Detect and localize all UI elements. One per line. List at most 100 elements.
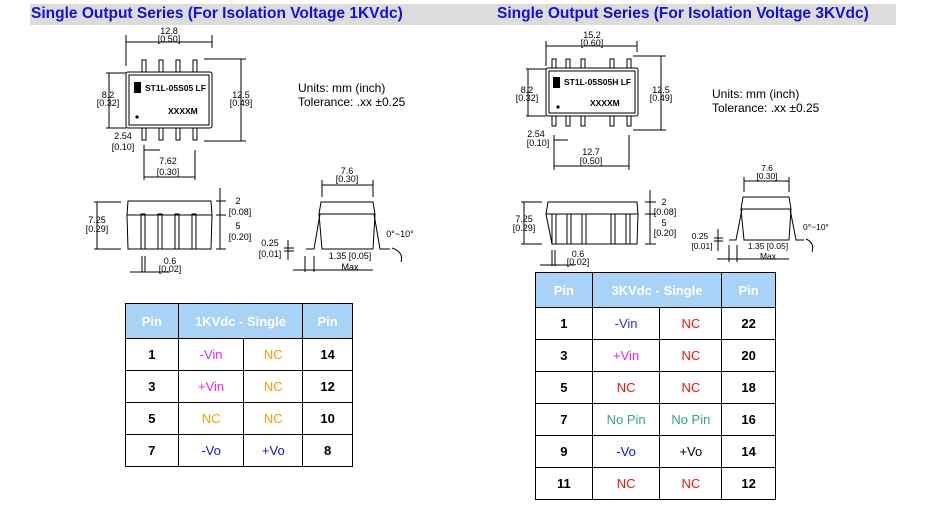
dim-body-h-in: [0.32] bbox=[516, 93, 539, 103]
pin-number: 3 bbox=[535, 339, 593, 372]
dim-pitch-in: [0.10] bbox=[112, 142, 135, 152]
pin-function: +Vo bbox=[243, 434, 304, 467]
dim-pitch: 2.54 bbox=[527, 129, 545, 139]
drawing-1kvdc-end-view bbox=[284, 180, 403, 272]
dim-height-in: [0.29] bbox=[513, 223, 536, 233]
pin-function: NC bbox=[591, 467, 661, 500]
drawing-3kvdc-top-view bbox=[526, 41, 666, 170]
marking-label: XXXXM bbox=[168, 106, 198, 116]
pin-number: 1 bbox=[535, 307, 593, 340]
pin-function: NC bbox=[659, 467, 723, 500]
marking-label: XXXXM bbox=[590, 98, 620, 108]
dim-lead-len: 1.35 [0.05] bbox=[329, 251, 372, 261]
pin-function: -Vo bbox=[591, 435, 661, 468]
dim-lower-in: [0.20] bbox=[229, 232, 252, 242]
dim-lower-in: [0.20] bbox=[654, 228, 677, 238]
units-text: Units: mm (inch) bbox=[298, 81, 386, 95]
dim-top-in: [0.08] bbox=[654, 207, 677, 217]
header-pin: Pin bbox=[721, 272, 776, 308]
pin-function: -Vin bbox=[591, 307, 661, 340]
dim-pin-w: 0.6 bbox=[164, 256, 177, 266]
units-text: Units: mm (inch) bbox=[712, 87, 800, 101]
table-header-row: Pin 3KVdc - Single Pin bbox=[535, 272, 776, 308]
dim-width: 12.8 bbox=[160, 26, 178, 36]
drawing-1kvdc-top-view bbox=[106, 35, 246, 180]
pin-number: 1 bbox=[125, 338, 179, 371]
pin-number: 18 bbox=[721, 371, 776, 404]
pin-function: +Vo bbox=[659, 435, 723, 468]
dim-lead-len: 1.35 [0.05] bbox=[748, 241, 788, 251]
pin-number: 7 bbox=[125, 434, 179, 467]
pin-function: -Vo bbox=[177, 434, 245, 467]
dim-max: Max bbox=[760, 251, 777, 261]
section-title-3kvdc: Single Output Series (For Isolation Volt… bbox=[497, 5, 869, 22]
pin-number: 16 bbox=[721, 403, 776, 436]
dim-span: 7.62 bbox=[159, 156, 177, 166]
dim-body-h: 8.2 bbox=[102, 90, 115, 100]
dim-top-in: [0.08] bbox=[229, 207, 252, 217]
model-label: ST1L-05S05H LF bbox=[564, 77, 631, 87]
dim-side-w: 7.6 bbox=[761, 163, 773, 173]
header-pin: Pin bbox=[302, 303, 353, 339]
dim-height-in: [0.29] bbox=[86, 224, 109, 234]
pin-function: NC bbox=[659, 307, 723, 340]
pin-function: NC bbox=[243, 370, 304, 403]
dim-span: 12.7 bbox=[582, 147, 600, 157]
pin-number: 9 bbox=[535, 435, 593, 468]
dim-total-h-in: [0.49] bbox=[650, 93, 673, 103]
pin-number: 22 bbox=[721, 307, 776, 340]
dim-lead-t-in: [0.01] bbox=[691, 241, 712, 251]
dim-body-h: 8.2 bbox=[521, 85, 534, 95]
model-label: ST1L-05S05 LF bbox=[145, 83, 206, 93]
dim-span-in: [0.50] bbox=[580, 156, 603, 166]
pin-function: NC bbox=[243, 338, 304, 371]
dim-side-w-in: [0.30] bbox=[336, 174, 359, 184]
dim-pin-w-in: [0.02] bbox=[159, 264, 182, 274]
pin-number: 7 bbox=[535, 403, 593, 436]
section-header-band bbox=[30, 4, 896, 25]
dim-span-in: [0.30] bbox=[157, 167, 180, 177]
dim-lead-t: 0.25 bbox=[261, 238, 279, 248]
header-pin: Pin bbox=[535, 272, 593, 308]
tolerance-text: Tolerance: .xx ±0.25 bbox=[298, 95, 406, 109]
pin-function: NC bbox=[243, 402, 304, 435]
pin-function: NC bbox=[177, 402, 245, 435]
dim-pin-w-in: [0.02] bbox=[567, 257, 590, 267]
dim-max: Max bbox=[341, 262, 359, 272]
pin-function: +Vin bbox=[177, 370, 245, 403]
dim-total-h-in: [0.49] bbox=[230, 98, 253, 108]
section-title-1kvdc: Single Output Series (For Isolation Volt… bbox=[31, 5, 403, 22]
pin-number: 5 bbox=[535, 371, 593, 404]
dim-width-in: [0.60] bbox=[581, 38, 604, 48]
dim-height: 7.25 bbox=[515, 214, 533, 224]
dim-lead-t: 0.25 bbox=[692, 231, 709, 241]
pin-number: 14 bbox=[302, 338, 353, 371]
dim-pitch-in: [0.10] bbox=[527, 138, 550, 148]
dim-angle: 0°~10° bbox=[386, 229, 414, 239]
dim-total-h: 12.5 bbox=[232, 90, 250, 100]
header-function: 1KVdc - Single bbox=[177, 303, 304, 339]
dim-top: 2 bbox=[661, 197, 666, 207]
dim-side-w: 7.6 bbox=[341, 166, 354, 176]
drawing-3kvdc-end-view bbox=[714, 177, 814, 262]
pin-number: 12 bbox=[721, 467, 776, 500]
header-pin: Pin bbox=[125, 303, 179, 339]
dim-width: 15.2 bbox=[583, 30, 601, 40]
units-note-3kvdc: Units: mm (inch) Tolerance: .xx ±0.25 bbox=[712, 87, 819, 115]
pin-function: -Vin bbox=[177, 338, 245, 371]
pin-function: NC bbox=[659, 339, 723, 372]
dim-side-w-in: [0.30] bbox=[756, 171, 777, 181]
dim-height: 7.25 bbox=[88, 215, 106, 225]
